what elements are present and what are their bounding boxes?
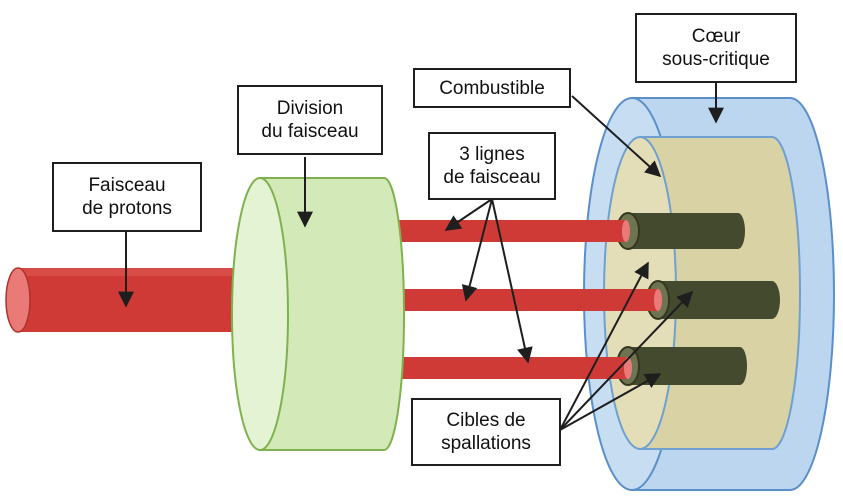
arrow-target-top [559,261,649,431]
label-faisceau-protons: Faisceau de protons [52,162,202,232]
arrow-target-middle [559,290,694,431]
beam-splitter-cylinder [231,177,405,451]
proton-beam [5,267,260,333]
label-cibles-spallations: Cibles de spallations [411,398,561,466]
label-coeur-sous-critique: Cœur sous-critique [635,13,797,83]
beam-line-top [396,220,626,242]
arrow-fuel [571,95,662,178]
arrow-beam-line-top [444,198,493,231]
spallation-target-middle [646,280,780,320]
label-division-faisceau: Division du faisceau [237,85,383,155]
label-lignes-faisceau: 3 lignes de faisceau [428,132,556,200]
arrow-beam-line-bottom [491,198,533,364]
label-combustible: Combustible [413,68,571,108]
spallation-target-bottom [616,346,747,386]
beam-line-middle [396,289,658,311]
spallation-target-top [616,212,745,250]
beam-line-bottom [396,357,628,379]
arrow-beam-line-middle [461,198,493,302]
arrow-target-bottom [559,373,662,431]
